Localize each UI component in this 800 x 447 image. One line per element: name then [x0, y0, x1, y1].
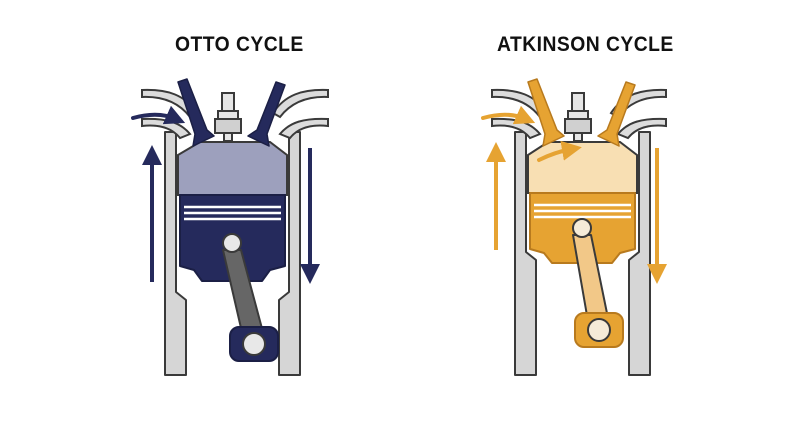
intake-valve	[177, 78, 215, 147]
wrist-pin	[222, 233, 242, 253]
atkinson-engine	[481, 78, 667, 376]
exhaust-port-lower	[616, 117, 667, 140]
intake-port-lower	[491, 117, 542, 140]
intake-flow-arrow	[481, 105, 536, 125]
atkinson-cycle-title: ATKINSON CYCLE	[497, 33, 674, 56]
crank-end	[574, 312, 624, 348]
exhaust-valve	[247, 81, 286, 147]
wrist-pin	[572, 218, 592, 238]
piston-rings	[184, 205, 281, 221]
internal-flow-arrow	[537, 140, 582, 162]
exhaust-port-upper	[609, 88, 667, 119]
otto-cycle-title: OTTO CYCLE	[175, 33, 304, 56]
piston-rings	[534, 203, 631, 219]
spark-plug	[214, 92, 242, 142]
combustion-chamber	[527, 141, 638, 194]
cylinder-wall-right	[628, 131, 651, 376]
intake-port-lower	[141, 117, 192, 140]
exhaust-valve	[597, 81, 636, 147]
spark-plug	[564, 92, 592, 142]
combustion-chamber	[177, 141, 288, 196]
otto-engine	[131, 78, 329, 376]
intake-flow-arrow	[131, 105, 186, 125]
exhaust-port-lower	[278, 117, 329, 140]
cylinder-wall-right	[278, 131, 301, 376]
intake-valve	[527, 78, 565, 147]
crank-end	[229, 326, 279, 362]
